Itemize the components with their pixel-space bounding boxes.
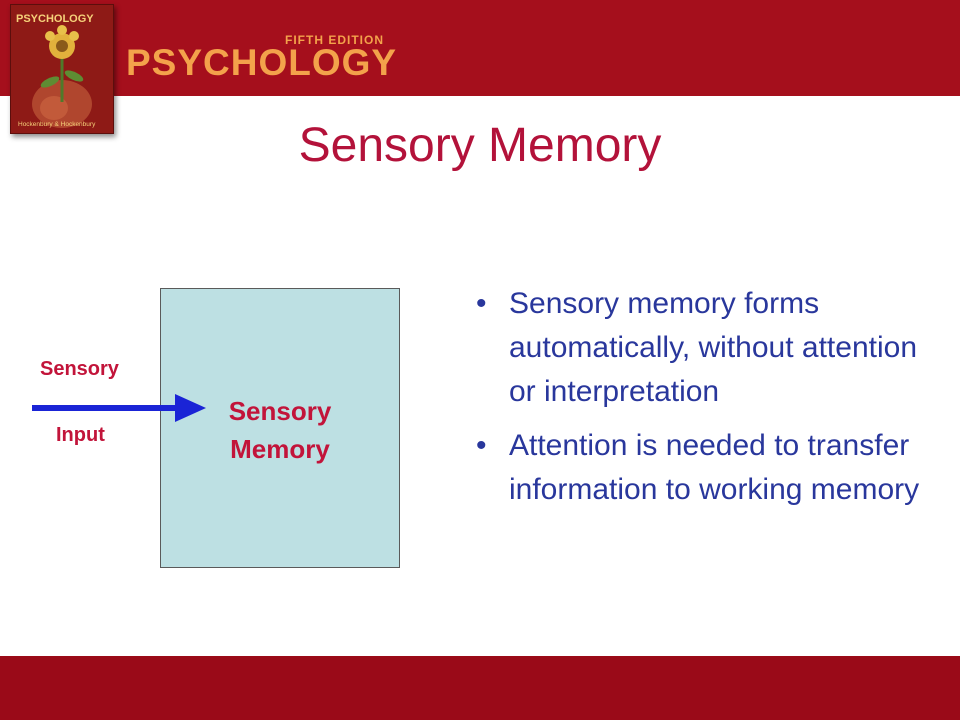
slide-title: Sensory Memory [298,119,662,172]
sensory-memory-label-line1: Sensory [228,396,332,426]
bullet-marker: • [476,429,487,462]
sensory-memory-box [160,288,400,568]
header-band [0,0,960,96]
sensory-memory-label: Sensory Memory [160,392,400,468]
arrow-head [175,394,206,422]
edition-label: FIFTH EDITION [285,33,384,47]
bullet-list: • Sensory memory forms automatically, wi… [472,282,932,522]
cover-title: PSYCHOLOGY [16,13,94,25]
sensory-memory-label-line2: Memory [230,434,330,464]
bullet-marker: • [476,287,487,320]
sensory-input-label-bottom: Input [56,424,105,446]
book-title: PSYCHOLOGY [126,42,398,83]
sensory-input-arrow-icon [32,394,206,422]
footer-band [0,656,960,720]
bullet-item: • Attention is needed to transfer inform… [472,424,932,512]
sensory-input-label-top: Sensory [40,358,119,380]
book-cover: PSYCHOLOGY Hockenbury & Hockenbury [10,4,114,134]
bullet-text: Attention is needed to transfer informat… [509,429,920,506]
bullet-text: Sensory memory forms automatically, with… [509,287,918,408]
cover-authors: Hockenbury & Hockenbury [18,121,96,128]
bullet-item: • Sensory memory forms automatically, wi… [472,282,932,414]
book-cover-image: PSYCHOLOGY Hockenbury & Hockenbury [10,4,114,134]
